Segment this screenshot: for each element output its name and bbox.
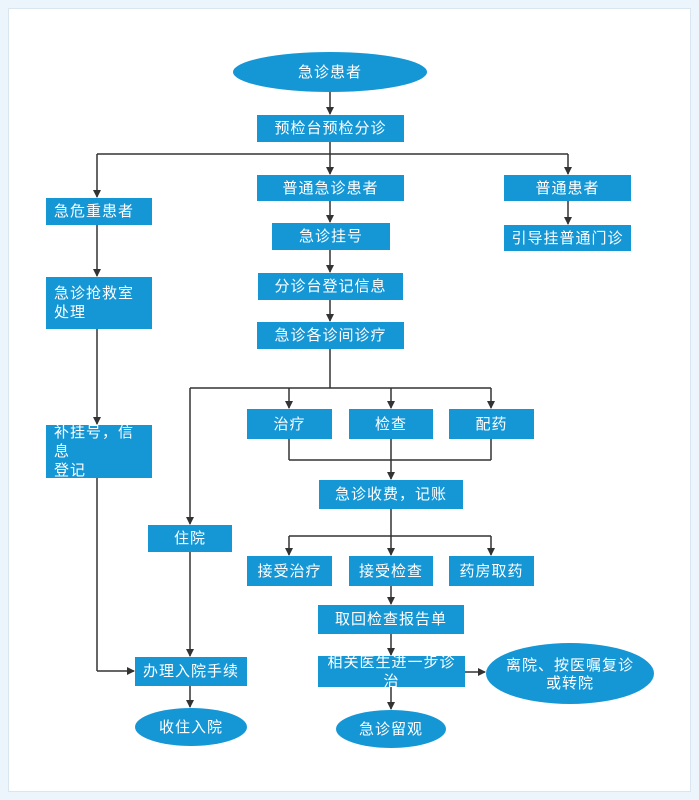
node-pharmacy-pickup: 药房取药 [449,556,534,586]
node-triage: 预检台预检分诊 [257,115,404,142]
node-examination: 检查 [349,409,433,439]
node-further-diagnosis: 相关医生进一步诊治 [318,653,465,690]
node-general-emergency-patient: 普通急诊患者 [257,175,404,201]
node-supplementary-register: 补挂号，信息 登记 [46,423,152,479]
node-desk-register-info: 分诊台登记信息 [258,273,403,300]
node-admission-procedure: 办理入院手续 [135,657,247,686]
node-retrieve-report: 取回检查报告单 [318,605,464,634]
node-rescue-room: 急诊抢救室 处理 [46,277,152,329]
node-treatment: 治疗 [247,409,332,439]
node-guide-outpatient: 引导挂普通门诊 [504,225,631,251]
node-observation: 急诊留观 [336,710,446,748]
node-charging: 急诊收费，记账 [319,480,463,509]
node-critical-patient: 急危重患者 [46,198,152,225]
node-hospitalization: 住院 [148,525,232,552]
node-receive-treatment: 接受治疗 [247,556,332,586]
node-discharge-or-transfer: 离院、按医嘱复诊 或转院 [486,643,654,704]
node-ordinary-patient: 普通患者 [504,175,631,201]
node-consultation-rooms: 急诊各诊间诊疗 [257,322,404,349]
node-emergency-registration: 急诊挂号 [272,223,390,250]
node-emergency-patient: 急诊患者 [233,52,427,92]
node-dispense: 配药 [449,409,534,439]
node-receive-examination: 接受检查 [349,556,433,586]
node-admitted: 收住入院 [135,708,247,746]
